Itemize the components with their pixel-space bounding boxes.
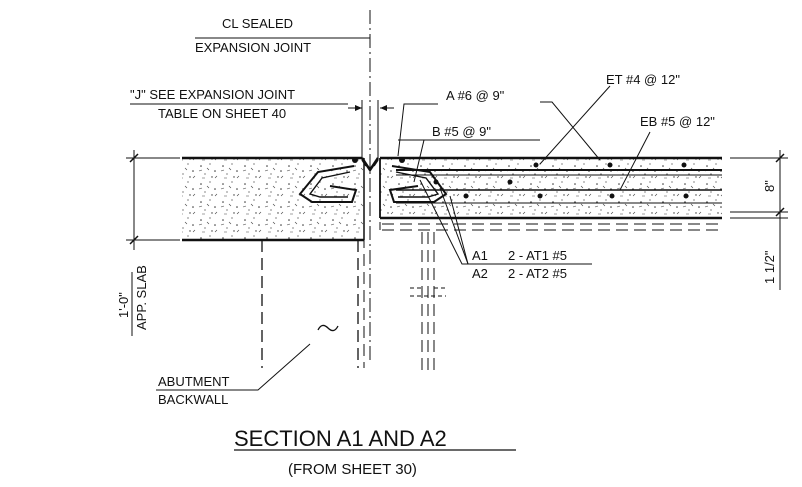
deck-slab bbox=[379, 156, 722, 220]
approach-slab bbox=[182, 156, 365, 242]
section-title: SECTION A1 AND A2 bbox=[234, 426, 447, 451]
joint-width-dim bbox=[348, 100, 394, 158]
a1-mark: A1 bbox=[472, 248, 488, 263]
a2-bars: 2 - AT2 #5 bbox=[508, 266, 567, 281]
dim-slab-label-2: APP. SLAB bbox=[134, 265, 149, 330]
dim-1-5-label: 1 1/2" bbox=[762, 250, 777, 284]
leaders bbox=[130, 37, 651, 391]
dim-right bbox=[730, 150, 788, 290]
dim-slab-label-1: 1'-0" bbox=[116, 292, 131, 318]
bar-eb-label: EB #5 @ 12" bbox=[640, 114, 715, 129]
cl-label-line2: EXPANSION JOINT bbox=[195, 40, 311, 55]
break-line bbox=[317, 324, 339, 332]
j-label-line1: "J" SEE EXPANSION JOINT bbox=[130, 87, 295, 102]
bar-b-label: B #5 @ 9" bbox=[432, 124, 491, 139]
dim-left bbox=[126, 150, 180, 250]
right-anchor-bar bbox=[388, 157, 448, 203]
section-subtitle: (FROM SHEET 30) bbox=[288, 461, 417, 478]
a1-bars: 2 - AT1 #5 bbox=[508, 248, 567, 263]
cl-label-line1: CL SEALED bbox=[222, 16, 293, 31]
joint-seal bbox=[360, 157, 380, 173]
girder-dashed bbox=[382, 223, 722, 370]
bar-et-label: ET #4 @ 12" bbox=[606, 72, 680, 87]
abutment-label-1: ABUTMENT bbox=[158, 374, 230, 389]
dim-8-label: 8" bbox=[762, 180, 777, 192]
a2-mark: A2 bbox=[472, 266, 488, 281]
abutment-label-2: BACKWALL bbox=[158, 392, 228, 407]
j-label-line2: TABLE ON SHEET 40 bbox=[158, 106, 286, 121]
bar-a-label: A #6 @ 9" bbox=[446, 88, 505, 103]
left-anchor-bar bbox=[298, 157, 358, 203]
